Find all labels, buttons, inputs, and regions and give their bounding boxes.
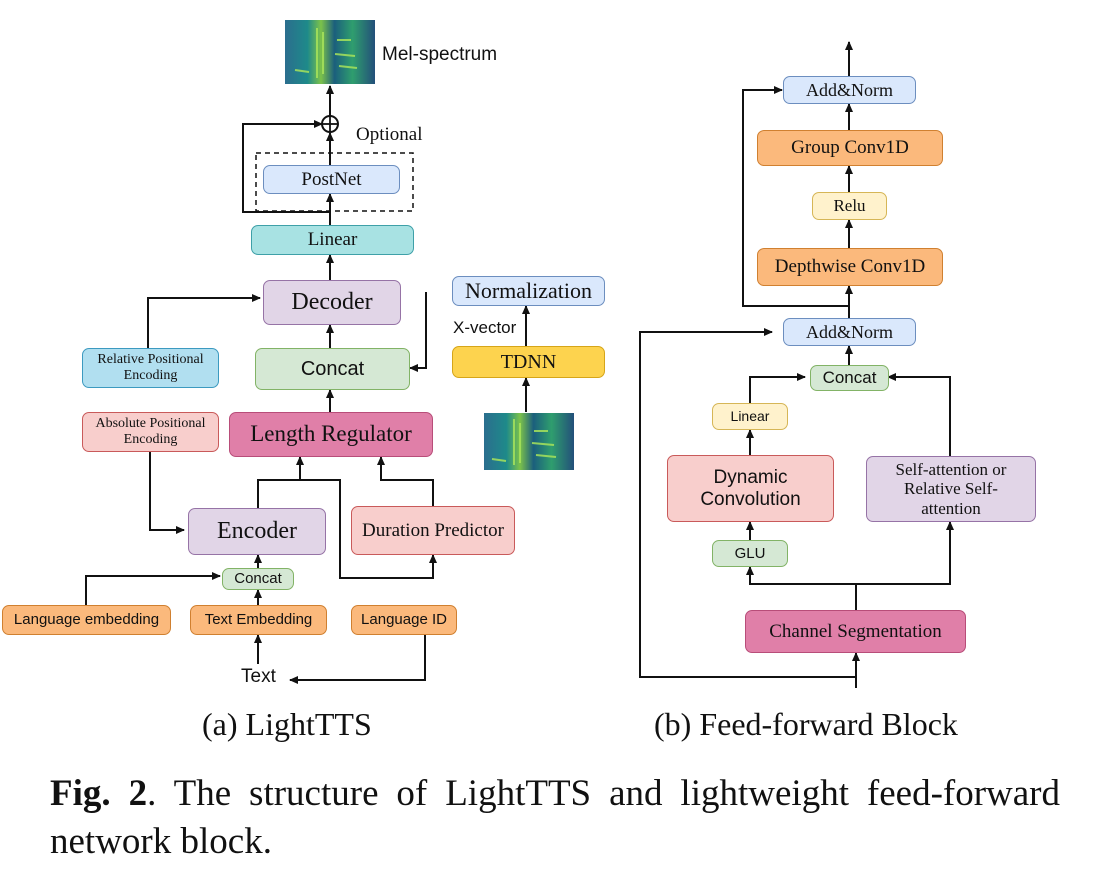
add-norm-bottom-box: Add&Norm — [783, 318, 916, 346]
normalization-box: Normalization — [452, 276, 605, 306]
ffblock-caption: (b) Feed-forward Block — [654, 706, 958, 742]
dynamic-convolution-box: Dynamic Convolution — [667, 455, 834, 522]
channel-segmentation-box: Channel Segmentation — [745, 610, 966, 653]
mel-spectrum-label: Mel-spectrum — [382, 44, 498, 65]
language-embedding-box: Language embedding — [2, 605, 171, 635]
concat-main-box: Concat — [255, 348, 410, 390]
linear-small-box: Linear — [712, 403, 788, 430]
optional-label: Optional — [356, 124, 423, 145]
concat-small-box: Concat — [222, 568, 294, 590]
tdnn-box: TDNN — [452, 346, 605, 378]
group-conv1d-box: Group Conv1D — [757, 130, 943, 166]
language-id-box: Language ID — [351, 605, 457, 635]
figure-caption-text: . The structure of LightTTS and lightwei… — [50, 773, 1060, 862]
text-input-label: Text — [241, 666, 276, 687]
lighttts-caption: (a) LightTTS — [202, 706, 372, 742]
length-regulator-box: Length Regulator — [229, 412, 433, 457]
postnet-box: PostNet — [263, 165, 400, 194]
relative-positional-encoding-box: Relative Positional Encoding — [82, 348, 219, 388]
self-attention-box: Self-attention or Relative Self-attentio… — [866, 456, 1036, 522]
input-spectrum-image — [484, 413, 574, 470]
concat-box: Concat — [810, 365, 889, 391]
x-vector-label: X-vector — [453, 318, 517, 337]
duration-predictor-box: Duration Predictor — [351, 506, 515, 555]
mel-spectrum-image — [285, 20, 375, 84]
add-norm-top-box: Add&Norm — [783, 76, 916, 104]
figure-label: Fig. 2 — [50, 773, 148, 814]
depthwise-conv1d-box: Depthwise Conv1D — [757, 248, 943, 286]
encoder-box: Encoder — [188, 508, 326, 555]
text-embedding-box: Text Embedding — [190, 605, 327, 635]
relu-box: Relu — [812, 192, 887, 220]
absolute-positional-encoding-box: Absolute Positional Encoding — [82, 412, 219, 452]
linear-box: Linear — [251, 225, 414, 255]
glu-box: GLU — [712, 540, 788, 567]
figure-caption: Fig. 2. The structure of LightTTS and li… — [50, 770, 1060, 866]
decoder-box: Decoder — [263, 280, 401, 325]
